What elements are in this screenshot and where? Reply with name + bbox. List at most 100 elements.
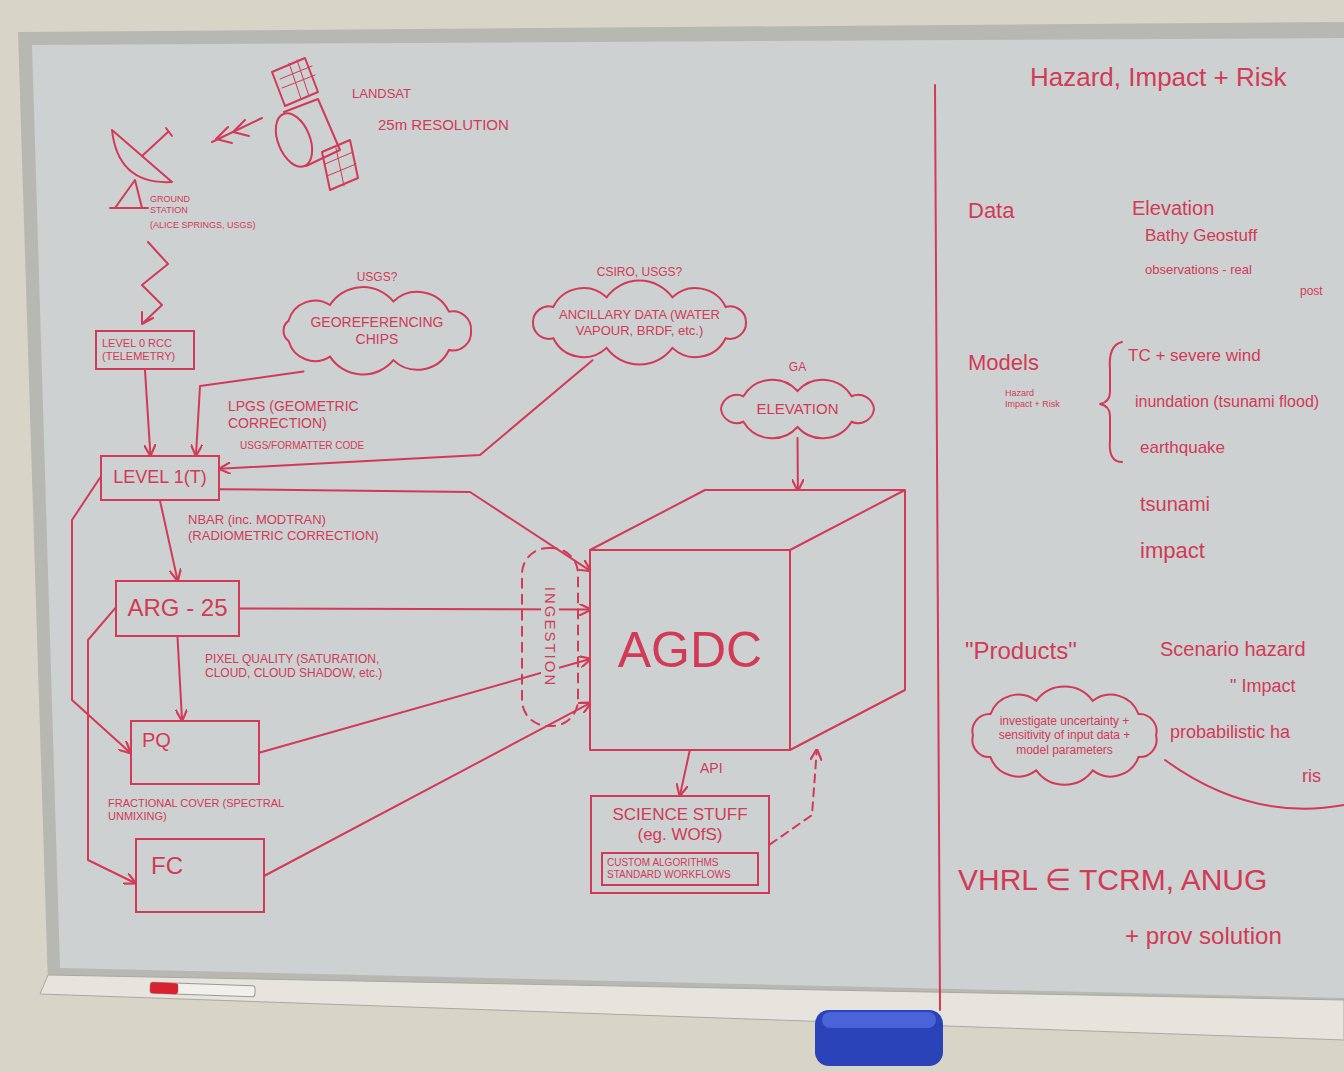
node-label: ARG - 25 xyxy=(127,594,228,623)
source-label: USGS? xyxy=(272,270,482,284)
cube-face xyxy=(590,490,905,550)
source-label: CSIRO, USGS? xyxy=(522,265,757,279)
edge-label: NBAR (inc. MODTRAN) (RADIOMETRIC CORRECT… xyxy=(188,512,416,543)
note-text: Hazard Impact + Risk xyxy=(1005,388,1060,410)
note-text: Data xyxy=(968,198,1048,224)
note-text: Hazard, Impact + Risk xyxy=(1030,62,1338,93)
note-text: tsunami xyxy=(1140,492,1300,516)
note-text: observations - real xyxy=(1145,262,1335,278)
source-cloud: USGS?GEOREFERENCING CHIPS xyxy=(272,290,482,372)
cloud-tail xyxy=(1165,760,1344,809)
flow-arrow xyxy=(680,750,690,795)
source-label: GA xyxy=(710,360,885,374)
dish-stand xyxy=(110,180,148,208)
process-box: LEVEL 0 RCC (TELEMETRY) xyxy=(95,330,195,370)
flow-arrow xyxy=(797,438,799,490)
cube-face xyxy=(790,490,905,750)
panel-grid xyxy=(280,60,315,99)
board-ledge xyxy=(40,975,1344,1040)
note-text: impact xyxy=(1140,538,1300,564)
note-text: 25m RESOLUTION xyxy=(378,116,548,134)
satellite-end xyxy=(269,108,320,172)
note-text: LANDSAT xyxy=(352,86,442,102)
note-text: + prov solution xyxy=(1125,922,1340,951)
stage-label: INGESTION xyxy=(541,583,559,692)
note-text: probabilistic ha xyxy=(1170,722,1340,744)
flow-arrow xyxy=(265,703,590,875)
solar-panel xyxy=(322,140,358,190)
process-box: FC xyxy=(135,838,265,913)
note-text: post xyxy=(1300,284,1340,298)
marker-cap xyxy=(150,982,178,994)
marker-body xyxy=(150,982,255,997)
node-label: LEVEL 0 RCC (TELEMETRY) xyxy=(102,337,188,363)
cube-face xyxy=(590,550,790,750)
node-label: GEOREFERENCING CHIPS xyxy=(304,314,450,348)
downlink-chevrons xyxy=(216,120,249,143)
ingestion-bracket xyxy=(522,548,578,726)
note-text: (ALICE SPRINGS, USGS) xyxy=(150,220,300,231)
process-box: PQ xyxy=(130,720,260,785)
note-text: USGS/FORMATTER CODE xyxy=(240,440,415,452)
cloud-path xyxy=(721,380,874,438)
panel-grid xyxy=(325,148,356,186)
flow-arrow xyxy=(220,360,593,468)
connectors xyxy=(72,360,817,883)
note-text: inundation (tsunami flood) xyxy=(1135,392,1325,411)
note-text: Bathy Geostuff xyxy=(1145,226,1330,246)
lightning-link xyxy=(142,242,168,324)
solar-panel xyxy=(272,58,318,106)
note-text: "Products" xyxy=(965,637,1135,666)
source-cloud: GAELEVATION xyxy=(710,380,885,438)
note-text: VHRL ∈ TCRM, ANUG xyxy=(958,862,1338,898)
note-text: earthquake xyxy=(1140,438,1310,458)
cloud-path xyxy=(972,686,1156,784)
note-text: ris xyxy=(1302,766,1340,788)
note-text: LPGS (GEOMETRIC CORRECTION) xyxy=(228,398,418,432)
edge-label: API xyxy=(700,760,740,777)
edge-label: PIXEL QUALITY (SATURATION, CLOUD, CLOUD … xyxy=(205,652,390,681)
note-cloud: investigate uncertainty + sensitivity of… xyxy=(962,688,1167,783)
node-label: PQ xyxy=(142,728,248,752)
note-text: " Impact xyxy=(1230,676,1340,698)
node-label: FC xyxy=(151,852,249,881)
node-label: CUSTOM ALGORITHMS STANDARD WORKFLOWS xyxy=(607,857,753,881)
flow-arrow xyxy=(145,370,150,455)
process-box: SCIENCE STUFF (eg. WOfS) CUSTOM ALGORITHM… xyxy=(590,795,770,894)
inner-box: CUSTOM ALGORITHMS STANDARD WORKFLOWS xyxy=(601,852,759,886)
board-surface xyxy=(32,38,1344,998)
source-cloud: CSIRO, USGS?ANCILLARY DATA (WATER VAPOUR… xyxy=(522,285,757,360)
node-label: AGDC xyxy=(590,550,790,750)
flow-arrow xyxy=(72,478,130,753)
note-text: GROUND STATION xyxy=(150,194,220,216)
board-frame xyxy=(18,22,1344,1012)
flow-arrow xyxy=(88,608,135,883)
process-box: LEVEL 1(T) xyxy=(100,455,220,501)
curly-brace xyxy=(1100,342,1122,462)
cube-outline xyxy=(590,490,905,750)
node-label: investigate uncertainty + sensitivity of… xyxy=(996,714,1133,757)
downlink-arrow xyxy=(212,118,262,142)
note-text: Elevation xyxy=(1132,196,1282,220)
marker-pen xyxy=(150,982,255,997)
cloud-path xyxy=(284,287,472,374)
node-label: LEVEL 1(T) xyxy=(110,467,210,489)
note-text: FRACTIONAL COVER (SPECTRAL UNMIXING) xyxy=(108,797,288,823)
feedback-arrow xyxy=(770,750,817,844)
process-box: ARG - 25 xyxy=(115,580,240,637)
eraser-body xyxy=(815,1010,943,1066)
node-label: ANCILLARY DATA (WATER VAPOUR, BRDF, etc.… xyxy=(554,307,725,338)
note-text: TC + severe wind xyxy=(1128,346,1333,366)
eraser-top xyxy=(822,1012,936,1028)
node-label: SCIENCE STUFF (eg. WOfS) xyxy=(600,805,760,846)
datacube: AGDC xyxy=(590,490,905,750)
node-label: ELEVATION xyxy=(738,400,857,418)
flow-arrow xyxy=(178,637,183,720)
flow-arrow xyxy=(240,608,590,609)
divider-line xyxy=(935,85,940,1010)
dish-feed xyxy=(142,128,172,156)
eraser xyxy=(815,1010,943,1066)
sketch xyxy=(110,58,1344,1010)
